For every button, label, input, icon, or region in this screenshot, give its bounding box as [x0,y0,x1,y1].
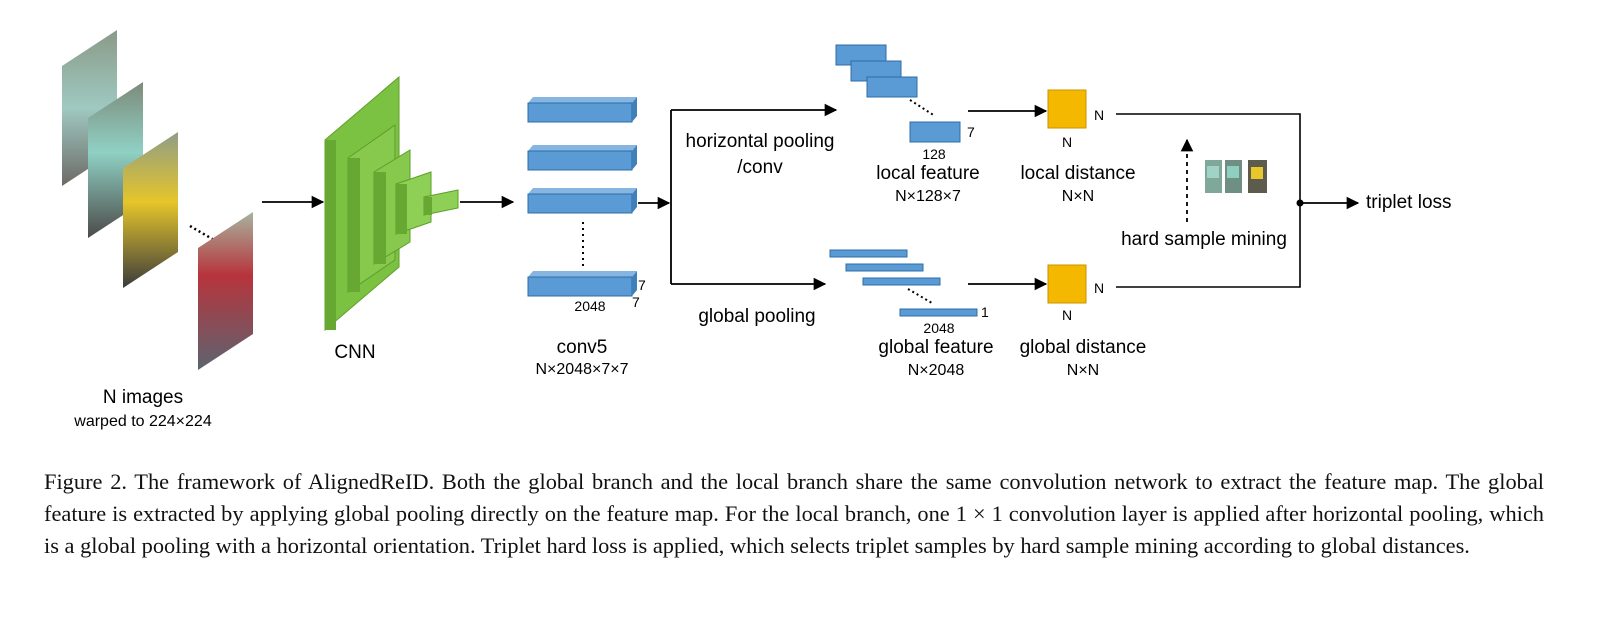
input-image-stack [62,30,253,370]
global-distance-dims: N×N [1067,362,1099,379]
triplet-loss-label: triplet loss [1366,192,1452,213]
local-feature-label: local feature [876,163,980,184]
global-feature-channels-label: 2048 [923,320,954,336]
global-feature-blocks [829,249,978,317]
cnn-backbone [324,75,459,332]
conv5-channels-label: 2048 [574,298,605,314]
local-distance-n-bottom: N [1062,134,1072,150]
local-distance-connector [1116,113,1301,203]
global-feature-one-label: 1 [981,304,989,320]
cnn-label: CNN [334,342,375,363]
global-distance-n-bottom: N [1062,307,1072,323]
local-distance-label: local distance [1020,163,1135,184]
input-label: N images [103,387,183,408]
image-ellipsis-dots [189,224,215,242]
global-feature-label: global feature [878,337,993,358]
global-feature-dims: N×2048 [908,362,965,379]
hard-sample-mining-label: hard sample mining [1121,229,1287,250]
global-pooling-label: global pooling [698,306,815,327]
local-feature-blocks [835,44,961,143]
conv5-slice [527,145,637,171]
global-distance-matrix [1047,264,1087,304]
conv5-slice [527,188,637,214]
person-image-3 [123,132,178,288]
local-feature-dims: N×128×7 [895,188,961,205]
horizontal-pooling-label-line2: /conv [737,157,783,178]
local-feature-parts-label: 7 [967,124,975,140]
conv5-slice [527,97,637,123]
conv5-slice [527,271,637,297]
conv5-dims: N×2048×7×7 [536,361,629,378]
local-distance-dims: N×N [1062,188,1094,205]
local-feature-channels-label: 128 [922,146,946,162]
conv5-height-label: 7 [638,277,646,293]
alignedreid-framework-diagram: N images warped to 224×224 CNN [62,30,1452,430]
local-distance-matrix [1047,89,1087,129]
mined-samples-thumbnails [1205,160,1267,193]
global-distance-label: global distance [1020,337,1147,358]
global-distance-connector [1116,203,1301,288]
local-distance-n-right: N [1094,107,1104,123]
global-distance-n-right: N [1094,280,1104,296]
conv5-label: conv5 [557,337,608,358]
input-sublabel: warped to 224×224 [73,413,212,430]
conv5-width-label: 7 [632,294,640,310]
horizontal-pooling-label-line1: horizontal pooling [686,131,835,152]
figure-caption: Figure 2. The framework of AlignedReID. … [44,469,1544,558]
person-image-4 [198,212,253,370]
conv5-feature-map [527,97,637,297]
